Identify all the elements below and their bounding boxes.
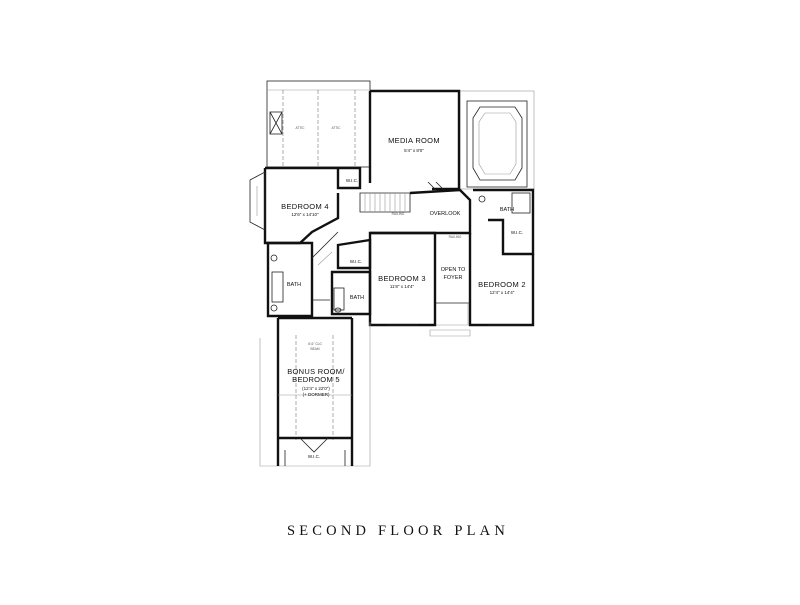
bedroom-3-dims: 11'8" x 14'4" <box>390 284 415 289</box>
bonus-room-name-line2: BEDROOM 5 <box>292 375 340 384</box>
bedroom-3: BEDROOM 3 11'8" x 14'4" <box>368 231 437 327</box>
bonus-ceiling-2: BEAM <box>310 347 319 351</box>
bath-3-label: BATH <box>350 295 364 301</box>
rail-label-1: RAILING <box>392 212 405 216</box>
bedroom-4-wic: W.I.C. <box>346 178 358 183</box>
hallway <box>311 231 339 301</box>
rail-label-2: RAILING <box>449 235 462 239</box>
bedroom-2: BEDROOM 2 12'4" x 14'4" <box>468 233 535 327</box>
bath-2-label: BATH <box>500 207 514 213</box>
overlook-label: OVERLOOK <box>430 211 461 217</box>
bonus-room-note: (+ DORMER) <box>303 392 330 397</box>
open-to-foyer-line1: OPEN TO <box>441 267 466 273</box>
bedroom-3-wic: W.I.C. <box>350 259 362 264</box>
bonus-room-wic: W.I.C. <box>308 454 320 459</box>
bedroom-2-dims: 12'4" x 14'4" <box>490 290 515 295</box>
plan-title: SECOND FLOOR PLAN <box>287 523 509 539</box>
media-room: MEDIA ROOM 5'4" x 8'0" <box>368 89 461 191</box>
bath-bedroom-3: W.I.C. BATH <box>330 238 372 316</box>
attic-label-left: ATTIC <box>296 126 306 130</box>
bedroom-2-wic: W.I.C. <box>511 230 523 235</box>
media-room-name: MEDIA ROOM <box>388 136 440 145</box>
bath-4-label: BATH <box>287 282 301 288</box>
bedroom-4: BEDROOM 4 12'6" x 14'10" W.I.C. <box>249 166 362 245</box>
bonus-room-name-line1: BONUS ROOM/ <box>287 367 345 376</box>
bonus-ceiling: 8'-6" CLG <box>308 342 322 346</box>
attic-label-right: ATTIC <box>332 126 342 130</box>
attic-area: ATTIC ATTIC <box>266 80 371 168</box>
bath-bedroom-4: BATH <box>266 241 314 318</box>
bedroom-3-name: BEDROOM 3 <box>378 274 426 283</box>
open-to-foyer-line2: FOYER <box>444 275 463 281</box>
media-room-dims: 5'4" x 8'0" <box>404 148 424 153</box>
bonus-room: 8'-6" CLG BEAM BONUS ROOM/ BEDROOM 5 (12… <box>259 316 371 467</box>
bedroom-4-dims: 12'6" x 14'10" <box>291 212 319 217</box>
bonus-room-dims: (12'4" x 22'0") <box>302 386 330 391</box>
roof-deck-area <box>459 90 535 190</box>
stair-overlook: OVERLOOK RAILING RAILING <box>359 188 472 239</box>
bath-bedroom-2: BATH W.I.C. <box>473 188 535 256</box>
bedroom-2-name: BEDROOM 2 <box>478 280 526 289</box>
bedroom-4-name: BEDROOM 4 <box>281 202 329 211</box>
